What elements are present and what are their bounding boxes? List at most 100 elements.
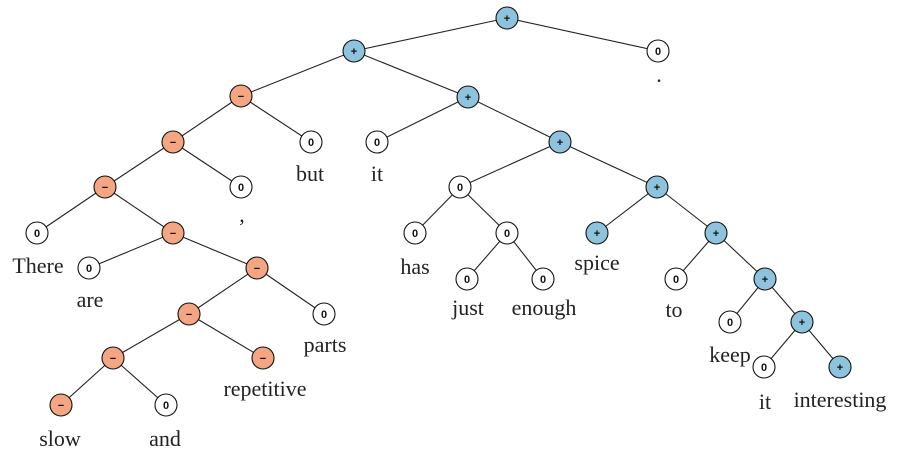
sentiment-label: − (260, 353, 266, 365)
tree-edge (104, 141, 174, 188)
tree-node-neutral: 0 (646, 39, 670, 63)
tree-node-positive: + (495, 6, 519, 30)
sentiment-circle (531, 267, 555, 291)
word-token: just (451, 295, 484, 320)
tree-edge (188, 313, 264, 359)
sentiment-circle (752, 355, 776, 379)
sentiment-label: 0 (412, 228, 418, 240)
sentiment-circle (342, 39, 366, 63)
sentiment-label: + (713, 228, 719, 240)
sentiment-label: − (170, 137, 176, 149)
tree-edge (353, 50, 469, 98)
sentiment-label: + (594, 228, 600, 240)
tree-edge (240, 95, 312, 143)
tree-node-neutral: 0 (448, 175, 472, 199)
tree-edge (112, 313, 190, 359)
tree-node-neutral: 0 (312, 302, 336, 326)
sentiment-label: 0 (86, 263, 92, 275)
tree-node-neutral: 0 (664, 267, 688, 291)
sentiment-circle (646, 39, 670, 63)
tree-edge (467, 96, 561, 143)
sentiment-label: 0 (163, 400, 169, 412)
tree-edge (104, 186, 174, 234)
sentiment-circle (229, 84, 253, 108)
sentiment-circle (101, 346, 125, 370)
sentiment-circle (161, 221, 185, 245)
tree-node-neutral: 0 (403, 221, 427, 245)
tree-node-positive: + (704, 221, 728, 245)
tree-node-positive: + (753, 267, 777, 291)
sentiment-label: 0 (374, 137, 380, 149)
tree-edge (172, 141, 242, 188)
tree-node-negative: − (161, 221, 185, 245)
sentiment-circle (455, 267, 479, 291)
tree-edge (112, 357, 167, 406)
sentiment-label: + (654, 182, 660, 194)
tree-edge (353, 17, 508, 52)
word-token: keep (709, 342, 751, 367)
tree-node-positive: + (790, 310, 814, 334)
sentiment-label: − (110, 353, 116, 365)
sentiment-circle (251, 346, 275, 370)
sentiment-circle (93, 175, 117, 199)
tree-node-neutral: 0 (154, 393, 178, 417)
sentiment-label: + (504, 13, 510, 25)
sentiment-circle (790, 310, 814, 334)
word-token: spice (574, 250, 619, 275)
tree-edge (188, 267, 258, 315)
sentiment-label: 0 (504, 228, 510, 240)
tree-node-neutral: 0 (752, 355, 776, 379)
word-token: and (149, 426, 181, 451)
sentiment-circle (585, 221, 609, 245)
sentiment-label: + (762, 274, 768, 286)
sentiment-label: − (238, 91, 244, 103)
tree-node-negative: − (251, 346, 275, 370)
word-token: . (656, 62, 662, 87)
tree-node-neutral: 0 (25, 221, 49, 245)
tree-node-negative: − (101, 346, 125, 370)
tree-edge (596, 186, 658, 234)
tree-edge (88, 232, 174, 269)
tree-node-neutral: 0 (455, 267, 479, 291)
sentiment-circle (645, 175, 669, 199)
sentiment-circle (365, 130, 389, 154)
tree-node-negative: − (49, 393, 73, 417)
tree-node-positive: + (456, 85, 480, 109)
sentiment-circle (25, 221, 49, 245)
tree-edge (60, 357, 114, 406)
word-token: There (12, 253, 63, 278)
word-token: it (371, 161, 383, 186)
sentiment-label: − (102, 182, 108, 194)
sentiment-circle (495, 221, 519, 245)
sentiment-circle (229, 175, 253, 199)
tree-edge (459, 141, 561, 188)
tree-node-positive: + (828, 355, 852, 379)
sentiment-label: + (557, 137, 563, 149)
tree-node-negative: − (245, 256, 269, 280)
sentiment-circle (77, 256, 101, 280)
word-token: enough (512, 295, 577, 320)
tree-node-neutral: 0 (531, 267, 555, 291)
tree-node-neutral: 0 (365, 130, 389, 154)
sentiment-label: 0 (238, 182, 244, 194)
sentiment-circle (828, 355, 852, 379)
word-token: , (239, 202, 245, 227)
sentiment-label: 0 (540, 274, 546, 286)
word-token: repetitive (223, 376, 306, 401)
tree-node-neutral: 0 (495, 221, 519, 245)
tree-node-positive: + (548, 130, 572, 154)
tree-node-neutral: 0 (229, 175, 253, 199)
sentiment-label: 0 (655, 46, 661, 58)
sentiment-circle (161, 130, 185, 154)
sentiment-circle (49, 393, 73, 417)
sentiment-label: 0 (761, 362, 767, 374)
tree-edge (256, 267, 325, 315)
sentiment-label: − (254, 263, 260, 275)
sentiment-label: 0 (673, 274, 679, 286)
tree-node-negative: − (229, 84, 253, 108)
tree-node-positive: + (645, 175, 669, 199)
sentiment-label: 0 (308, 137, 314, 149)
tree-node-neutral: 0 (299, 130, 323, 154)
